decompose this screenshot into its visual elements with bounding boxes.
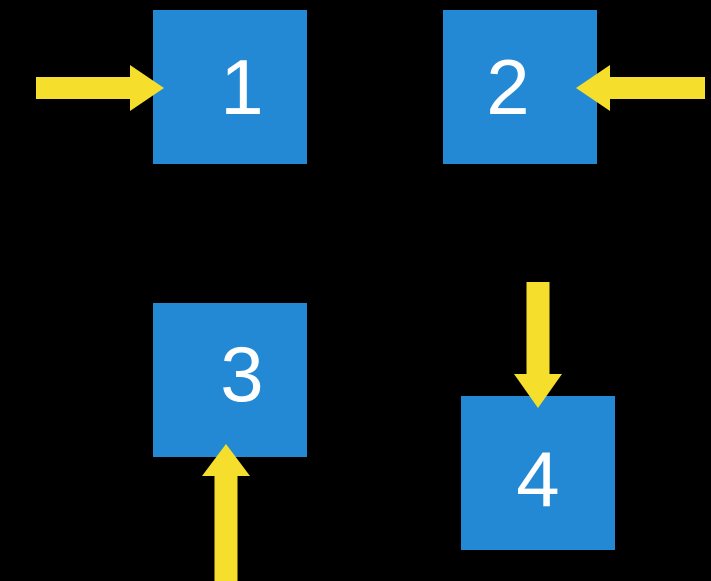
node-box-2[interactable]: 2 (443, 10, 597, 164)
node-label-2: 2 (486, 43, 530, 131)
node-box-1[interactable]: 1 (153, 10, 307, 164)
node-box-3[interactable]: 3 (153, 303, 307, 457)
node-label-1: 1 (220, 43, 264, 131)
arrow-down-into-box-4-icon[interactable] (514, 282, 562, 408)
arrow-up-into-box-3-icon[interactable] (202, 444, 250, 581)
node-label-3: 3 (220, 330, 264, 418)
node-box-4[interactable]: 4 (461, 396, 615, 550)
arrow-right-into-box-1-icon[interactable] (36, 65, 164, 111)
node-label-4: 4 (516, 435, 560, 523)
arrow-left-into-box-2-icon[interactable] (576, 65, 705, 111)
